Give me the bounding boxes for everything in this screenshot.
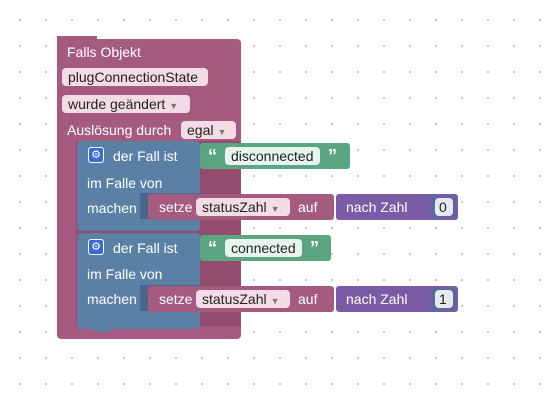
object-id-value: plugConnectionState bbox=[68, 69, 198, 85]
case-2-convert-label: nach Zahl bbox=[346, 291, 408, 307]
case-1-text-value: disconnected bbox=[231, 148, 314, 164]
gear-icon[interactable]: ⚙ bbox=[88, 147, 104, 163]
case-2-number-field[interactable]: 1 bbox=[435, 290, 453, 308]
case-2-variable-dropdown[interactable]: statusZahl▼ bbox=[196, 290, 290, 308]
case-2-text-block[interactable]: “ connected ” bbox=[200, 235, 331, 261]
case-2-variable-value: statusZahl bbox=[202, 291, 267, 307]
case-2-header: der Fall ist bbox=[113, 240, 178, 256]
trigger-by-label: Auslösung durch bbox=[67, 122, 172, 138]
trigger-dropdown-value: wurde geändert bbox=[68, 96, 166, 112]
chevron-down-icon: ▼ bbox=[270, 204, 280, 214]
case-1-number-field[interactable]: 0 bbox=[435, 198, 453, 216]
close-quote-icon: ” bbox=[328, 146, 337, 166]
object-id-field[interactable]: plugConnectionState bbox=[62, 68, 208, 86]
falls-objekt-top-nub bbox=[57, 36, 97, 44]
open-quote-icon: “ bbox=[208, 238, 217, 258]
case-1-convert-label: nach Zahl bbox=[346, 199, 408, 215]
case-2-to-label: auf bbox=[298, 291, 318, 307]
case-1-variable-value: statusZahl bbox=[202, 199, 267, 215]
open-quote-icon: “ bbox=[208, 146, 217, 166]
case-2-number-block[interactable]: 1 bbox=[431, 288, 456, 310]
case-2-in-case-label: im Falle von bbox=[87, 266, 163, 282]
case-2-set-label: setze bbox=[159, 291, 193, 307]
trigger-by-dropdown[interactable]: egal▼ bbox=[181, 121, 236, 139]
case-2-number-value: 1 bbox=[439, 291, 447, 307]
case-2-text-field[interactable]: connected bbox=[225, 239, 302, 257]
chevron-down-icon: ▼ bbox=[270, 296, 280, 306]
case-1-to-label: auf bbox=[298, 199, 318, 215]
case-1-variable-dropdown[interactable]: statusZahl▼ bbox=[196, 198, 290, 216]
case-2-text-value: connected bbox=[231, 240, 296, 256]
case-1-number-block[interactable]: 0 bbox=[431, 196, 456, 218]
gear-icon[interactable]: ⚙ bbox=[88, 239, 104, 255]
case-2-setze-block[interactable]: setze statusZahl▼ auf bbox=[148, 286, 334, 312]
case-1-text-block[interactable]: “ disconnected ” bbox=[200, 143, 350, 169]
case-1-header: der Fall ist bbox=[113, 148, 178, 164]
chevron-down-icon: ▼ bbox=[217, 127, 227, 137]
chevron-down-icon: ▼ bbox=[169, 101, 179, 111]
case-1-set-label: setze bbox=[159, 199, 193, 215]
case-1-in-case-label: im Falle von bbox=[87, 175, 163, 191]
case-1-text-field[interactable]: disconnected bbox=[225, 147, 320, 165]
case-1-do-label: machen bbox=[87, 200, 137, 216]
close-quote-icon: ” bbox=[310, 238, 319, 258]
case-2-bottom-nub bbox=[92, 326, 112, 332]
falls-objekt-title: Falls Objekt bbox=[67, 44, 141, 60]
case-1-number-value: 0 bbox=[439, 199, 447, 215]
case-1-setze-block[interactable]: setze statusZahl▼ auf bbox=[148, 194, 334, 220]
case-2-do-label: machen bbox=[87, 291, 137, 307]
trigger-by-dropdown-value: egal bbox=[187, 122, 214, 138]
trigger-dropdown[interactable]: wurde geändert▼ bbox=[62, 95, 190, 113]
